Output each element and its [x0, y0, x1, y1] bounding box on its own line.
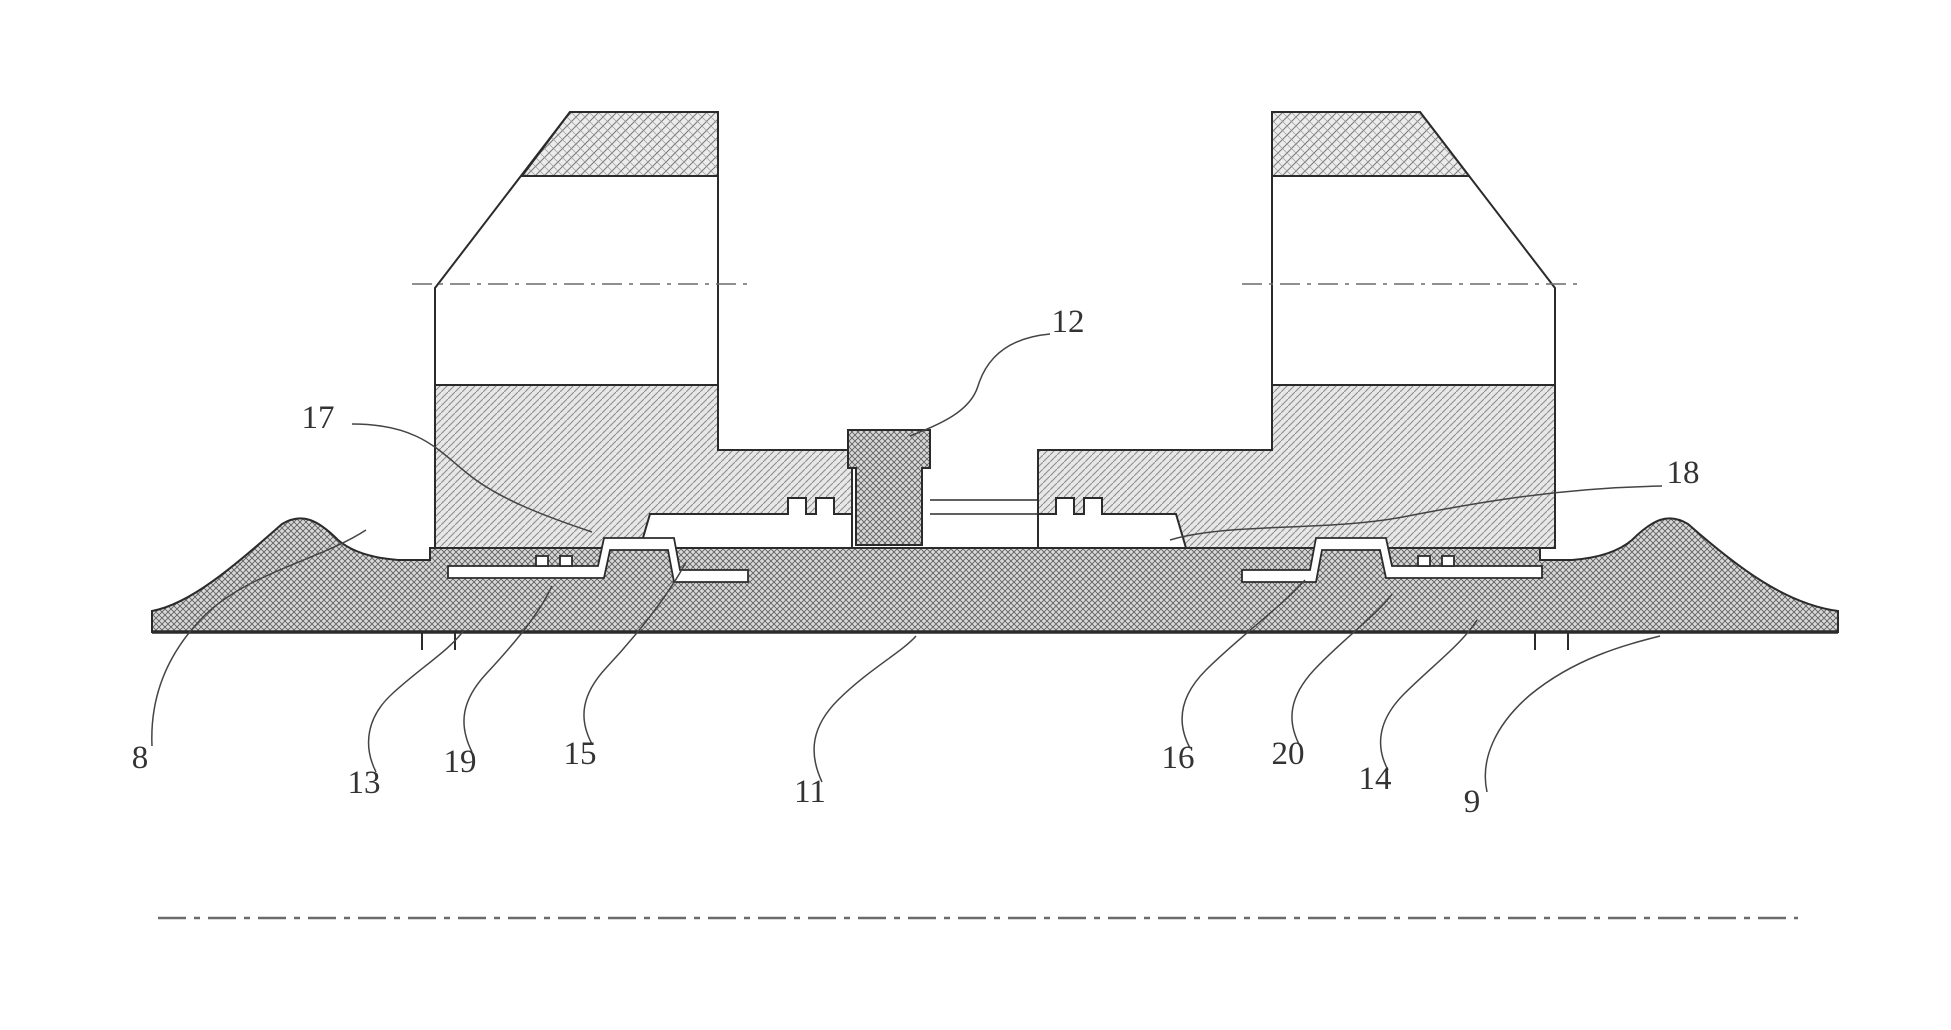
centerlines	[158, 283, 1798, 920]
leader-line-16	[1181, 579, 1306, 749]
leader-line-20	[1291, 593, 1393, 747]
center-plug	[847, 429, 931, 546]
right-liner-bump-1	[1417, 555, 1431, 567]
leader-line-17	[351, 423, 593, 533]
label-17: 17	[302, 400, 335, 436]
gap-layer-lines	[930, 499, 1038, 515]
label-16: 16	[1162, 740, 1195, 776]
left-liner-bump-2	[559, 555, 573, 567]
leader-line-14	[1379, 619, 1478, 771]
diagram-artwork	[151, 111, 1839, 650]
left-tower-cap	[520, 111, 719, 177]
leader-line-8	[151, 529, 367, 747]
right-liner-bump-2	[1441, 555, 1455, 567]
label-20: 20	[1272, 736, 1305, 772]
leader-line-15	[583, 561, 687, 745]
right-contact-steps	[1037, 497, 1188, 549]
baseline-ticks	[421, 632, 1569, 650]
label-14: 14	[1359, 761, 1392, 797]
left-liner-steps	[447, 537, 749, 583]
label-19: 19	[444, 744, 477, 780]
leader-line-19	[463, 585, 553, 753]
label-12: 12	[1052, 304, 1085, 340]
left-liner-bump-1	[535, 555, 549, 567]
right-tower-cap	[1271, 111, 1472, 177]
leader-lines	[151, 333, 1663, 793]
label-18: 18	[1667, 455, 1700, 491]
label-15: 15	[564, 736, 597, 772]
leader-line-18	[1169, 485, 1663, 541]
label-9: 9	[1464, 784, 1481, 820]
leader-line-13	[367, 629, 465, 773]
label-13: 13	[348, 765, 381, 801]
label-11: 11	[794, 774, 826, 810]
leader-line-12	[909, 333, 1051, 437]
label-8: 8	[132, 740, 149, 776]
leader-line-11	[813, 635, 917, 783]
reference-labels: 8 9 11 12 13 14 15 16 17 18 19 20	[132, 304, 1700, 820]
right-liner-steps	[1241, 537, 1543, 583]
leader-line-9	[1484, 635, 1661, 793]
substrate	[151, 517, 1839, 633]
left-contact-steps	[638, 497, 853, 549]
